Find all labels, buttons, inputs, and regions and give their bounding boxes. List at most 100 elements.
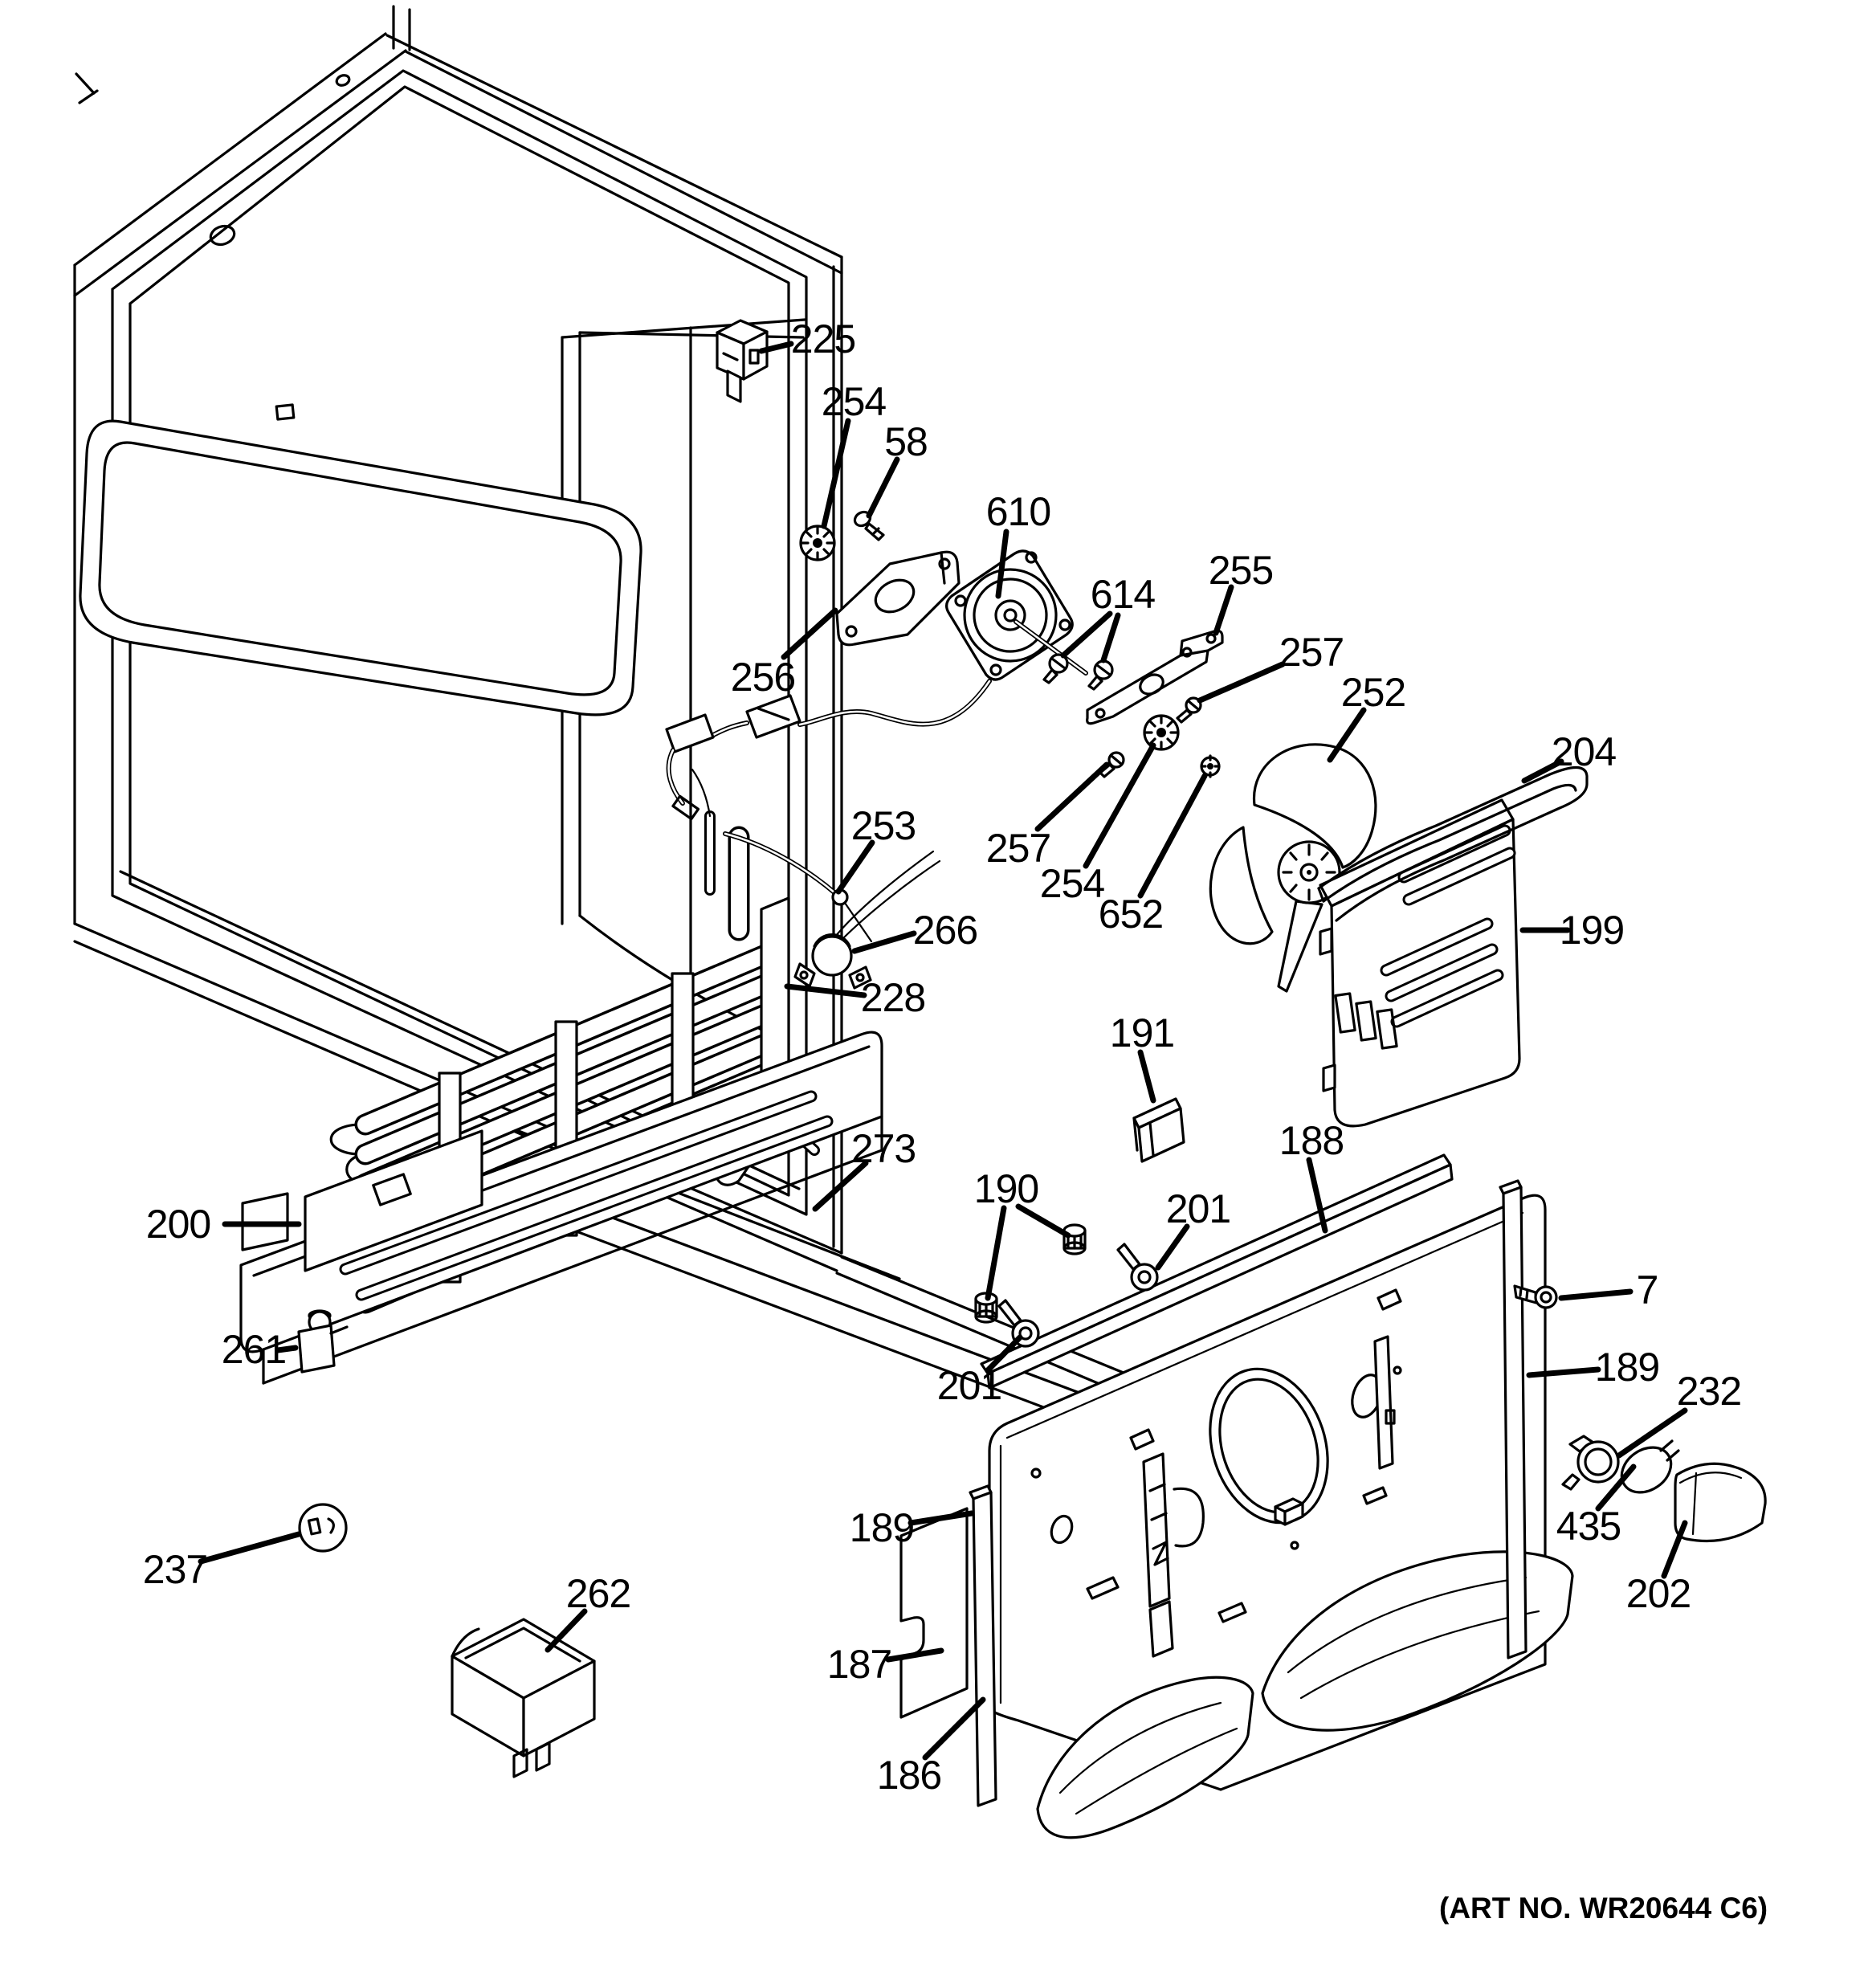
leader-line-188 — [1306, 1157, 1328, 1234]
callout-label-273: 273 — [851, 1126, 916, 1171]
leader-line-610 — [995, 529, 1009, 599]
callout-label-255: 255 — [1209, 548, 1273, 593]
defrost-thermostat — [793, 850, 941, 990]
callout-label-254-upper: 254 — [822, 379, 887, 424]
callout-layer: 2252545861025661425525725220419925725465… — [143, 316, 1742, 1798]
callout-label-228: 228 — [861, 975, 925, 1020]
side-strip-left — [969, 1484, 997, 1807]
callout-label-614: 614 — [1091, 572, 1156, 617]
callout-256: 256 — [731, 607, 838, 700]
motor-bracket — [835, 550, 961, 647]
callout-label-256: 256 — [731, 655, 795, 700]
leader-line-614 — [1060, 610, 1113, 659]
callout-228: 228 — [784, 975, 926, 1020]
leader-line-435 — [1595, 1463, 1637, 1512]
callout-266: 266 — [851, 908, 978, 954]
callout-label-252: 252 — [1341, 670, 1405, 715]
leader-line-237 — [198, 1531, 302, 1565]
drain-tray-262 — [451, 1618, 596, 1778]
fan-motor — [945, 549, 1088, 681]
leader-line-189-left — [907, 1510, 975, 1526]
callout-610: 610 — [986, 489, 1051, 599]
callout-label-261: 261 — [222, 1327, 286, 1372]
callout-label-186: 186 — [877, 1753, 941, 1798]
drip-tray — [239, 1031, 883, 1385]
callout-label-7: 7 — [1637, 1268, 1658, 1312]
switch-225 — [716, 319, 769, 403]
light-socket — [1561, 1435, 1620, 1491]
callout-261: 261 — [222, 1327, 299, 1372]
callout-label-435: 435 — [1556, 1504, 1621, 1549]
leader-line-201-lower — [985, 1334, 1023, 1374]
callout-257-lower: 257 — [986, 761, 1110, 871]
callout-label-189-left: 189 — [850, 1505, 914, 1550]
grommet-254-upper — [799, 525, 836, 561]
callout-254-upper: 254 — [821, 379, 887, 529]
callout-label-257-upper: 257 — [1279, 630, 1344, 675]
leader-line-190 — [1015, 1203, 1071, 1239]
callout-label-187: 187 — [827, 1642, 891, 1687]
leader-line-254-upper — [821, 418, 851, 529]
callout-label-237: 237 — [143, 1547, 207, 1592]
callout-label-191: 191 — [1110, 1010, 1174, 1055]
leader-line-252 — [1327, 707, 1367, 763]
leader-line-191 — [1137, 1049, 1156, 1104]
callout-232: 232 — [1616, 1369, 1742, 1459]
callout-label-257-lower: 257 — [986, 826, 1050, 871]
vent-cover — [1319, 798, 1521, 1128]
callout-7: 7 — [1558, 1268, 1658, 1312]
leader-line-201-upper — [1155, 1223, 1190, 1271]
callout-label-652: 652 — [1099, 892, 1163, 937]
callout-652: 652 — [1099, 773, 1208, 937]
leader-line-187 — [885, 1647, 944, 1663]
callout-201-upper: 201 — [1155, 1186, 1231, 1271]
callout-label-610: 610 — [986, 489, 1050, 534]
callout-252: 252 — [1327, 670, 1406, 763]
leader-line-189-right — [1526, 1366, 1601, 1378]
leader-line-652 — [1137, 773, 1208, 899]
vent-cover-trim — [1317, 765, 1589, 922]
light-bulb — [1620, 1439, 1680, 1494]
leader-line-232 — [1616, 1407, 1688, 1459]
leader-line-204 — [1521, 758, 1564, 784]
callout-label-58: 58 — [884, 419, 928, 464]
terminal-block-261 — [297, 1309, 349, 1374]
leader-line-58 — [866, 456, 900, 519]
callout-204: 204 — [1521, 729, 1617, 784]
callout-label-262: 262 — [566, 1571, 630, 1616]
leader-line-262 — [544, 1608, 588, 1653]
air-deflector-right — [1261, 1550, 1574, 1732]
leader-line-273 — [812, 1160, 869, 1212]
callout-191: 191 — [1110, 1010, 1175, 1104]
art-number: (ART NO. WR20644 C6) — [1439, 1892, 1768, 1925]
leader-line-225 — [758, 341, 794, 354]
line-art: (ART NO. WR20644 C6) — [73, 5, 1768, 1925]
callout-201-lower: 201 — [937, 1334, 1023, 1408]
screws-257 — [1099, 696, 1202, 778]
leader-line-261 — [275, 1345, 299, 1353]
callout-200: 200 — [146, 1202, 302, 1247]
side-strip-right — [1499, 1179, 1527, 1659]
leader-line-256 — [781, 607, 838, 660]
callout-label-254-lower: 254 — [1040, 861, 1105, 906]
callout-187: 187 — [827, 1642, 944, 1687]
callout-label-232: 232 — [1677, 1369, 1741, 1414]
leader-line-254-lower — [1083, 742, 1156, 869]
leader-line-614-1 — [1100, 612, 1121, 663]
fan-blade — [1209, 743, 1377, 993]
clip-191 — [1132, 1097, 1185, 1163]
leader-line-257-lower — [1034, 761, 1110, 832]
leader-line-202 — [1661, 1520, 1688, 1579]
callout-262: 262 — [544, 1571, 631, 1653]
wire-harness — [665, 679, 992, 821]
push-pin-201-a — [1116, 1243, 1159, 1292]
callout-190: 190 — [974, 1166, 1071, 1301]
callout-label-200: 200 — [146, 1202, 210, 1247]
callout-label-253: 253 — [851, 803, 916, 848]
leader-line-255 — [1213, 584, 1234, 636]
callout-186: 186 — [877, 1696, 986, 1798]
callout-225: 225 — [758, 316, 856, 361]
callout-label-225: 225 — [791, 316, 855, 361]
callout-label-201-lower: 201 — [937, 1363, 1001, 1408]
